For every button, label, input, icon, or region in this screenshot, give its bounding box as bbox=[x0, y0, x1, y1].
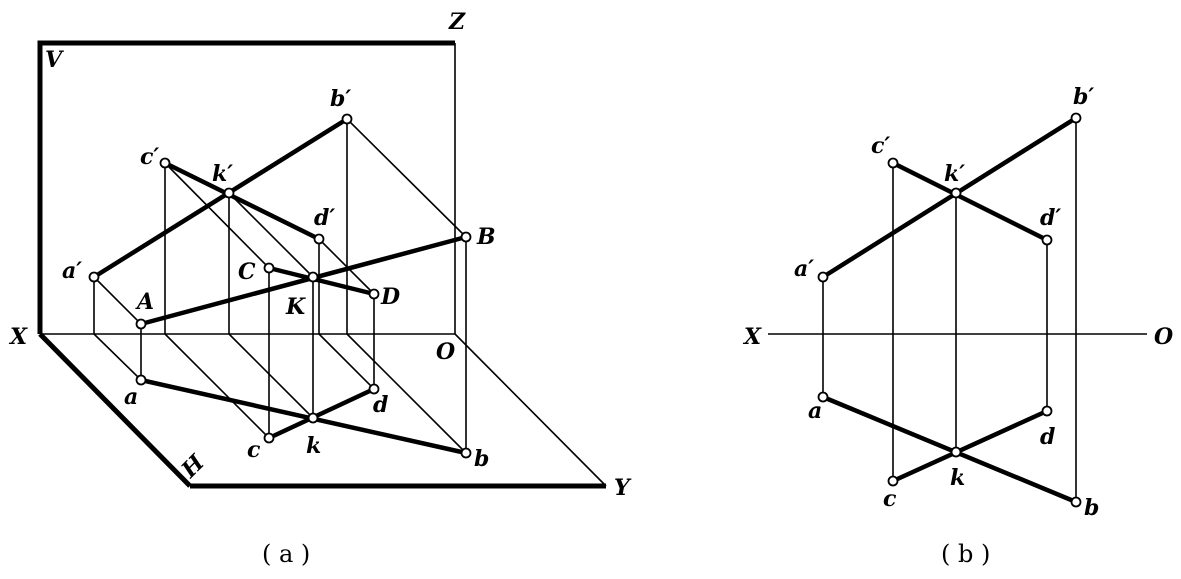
line-ab-b bbox=[820, 394, 1079, 505]
caption-a: ( a ) bbox=[262, 540, 310, 568]
label-v-plane: V bbox=[45, 47, 64, 73]
projector-x-c bbox=[164, 333, 270, 439]
line-c-prime-d-prime-b bbox=[890, 160, 1050, 243]
projector-x-k bbox=[228, 333, 314, 419]
label-c-prime: c′ bbox=[140, 144, 159, 170]
label-k-prime-b: k′ bbox=[944, 161, 965, 187]
label-b-prime: b′ bbox=[330, 86, 351, 112]
point-c-prime-b bbox=[887, 157, 899, 169]
line-AB bbox=[138, 234, 469, 327]
label-K: K bbox=[285, 294, 306, 320]
point-D bbox=[368, 288, 380, 300]
projector-b-prime-B bbox=[346, 118, 467, 238]
point-A bbox=[135, 318, 147, 330]
line-a-prime-b-prime bbox=[91, 116, 350, 280]
label-y-axis: Y bbox=[614, 475, 632, 501]
label-a: a bbox=[124, 384, 138, 410]
label-d-b: d bbox=[1040, 424, 1055, 450]
caption-b: ( b ) bbox=[941, 540, 990, 568]
label-b-prime-b: b′ bbox=[1073, 84, 1094, 110]
label-a-prime: a′ bbox=[62, 258, 82, 284]
label-d-prime-b: d′ bbox=[1040, 205, 1061, 231]
label-k: k bbox=[306, 433, 321, 459]
point-c-b bbox=[887, 475, 899, 487]
projector-x-b bbox=[346, 333, 467, 454]
point-k-prime bbox=[223, 187, 235, 199]
label-x-axis: X bbox=[8, 324, 28, 350]
label-x-axis-b: X bbox=[742, 324, 762, 350]
point-K bbox=[307, 271, 319, 283]
label-b: b bbox=[474, 446, 489, 472]
point-d bbox=[368, 383, 380, 395]
label-c: c bbox=[247, 437, 261, 463]
line-ab bbox=[138, 377, 469, 456]
line-CD bbox=[266, 265, 377, 297]
point-a bbox=[135, 374, 147, 386]
figure-b: X O a′ b′ c′ k′ d′ a b c d k ( b ) bbox=[742, 84, 1173, 568]
point-b-prime bbox=[341, 113, 353, 125]
point-b-prime-b bbox=[1070, 112, 1082, 124]
label-d-prime: d′ bbox=[314, 205, 335, 231]
h-plane-front-left-edge bbox=[38, 332, 192, 488]
label-origin: O bbox=[436, 339, 455, 365]
point-b-b bbox=[1070, 496, 1082, 508]
label-D: D bbox=[380, 284, 400, 310]
label-b-b: b bbox=[1084, 495, 1099, 521]
label-origin-b: O bbox=[1154, 324, 1173, 350]
line-cd-b bbox=[890, 408, 1050, 484]
point-c bbox=[263, 432, 275, 444]
point-a-b bbox=[817, 391, 829, 403]
label-c-prime-b: c′ bbox=[871, 133, 890, 159]
label-z-axis: Z bbox=[448, 9, 466, 35]
point-k bbox=[307, 412, 319, 424]
projector-k-prime-K bbox=[228, 192, 314, 278]
point-d-b bbox=[1041, 405, 1053, 417]
label-k-prime: k′ bbox=[212, 161, 233, 187]
point-d-prime bbox=[313, 233, 325, 245]
projector-x-a bbox=[93, 333, 142, 381]
point-d-prime-b bbox=[1041, 234, 1053, 246]
line-cd bbox=[266, 386, 377, 441]
point-c-prime bbox=[159, 157, 171, 169]
point-C bbox=[263, 262, 275, 274]
label-a-b: a bbox=[808, 398, 822, 424]
v-plane-frame bbox=[37, 40, 455, 334]
label-B: B bbox=[476, 224, 496, 250]
label-k-b: k bbox=[950, 465, 965, 491]
point-a-prime-b bbox=[817, 271, 829, 283]
line-c-prime-d-prime bbox=[162, 160, 322, 242]
point-B bbox=[460, 231, 472, 243]
point-b bbox=[460, 447, 472, 459]
y-axis bbox=[454, 333, 607, 487]
projector-d-prime-D bbox=[318, 238, 375, 295]
point-a-prime bbox=[88, 271, 100, 283]
label-d: d bbox=[373, 392, 388, 418]
point-k-prime-b bbox=[950, 187, 962, 199]
projector-c-prime-C bbox=[164, 162, 270, 269]
point-k-b bbox=[950, 446, 962, 458]
projector-a-prime-A bbox=[93, 276, 142, 325]
projector-x-d bbox=[318, 333, 375, 390]
label-a-prime-b: a′ bbox=[794, 256, 814, 282]
label-A: A bbox=[135, 289, 154, 315]
label-c-b: c bbox=[883, 486, 897, 512]
label-C: C bbox=[238, 259, 256, 285]
figure-a: V H X Z O Y a′ b′ c′ k′ d′ A B C D K a b… bbox=[8, 9, 632, 568]
line-a-prime-b-prime-b bbox=[820, 115, 1079, 280]
